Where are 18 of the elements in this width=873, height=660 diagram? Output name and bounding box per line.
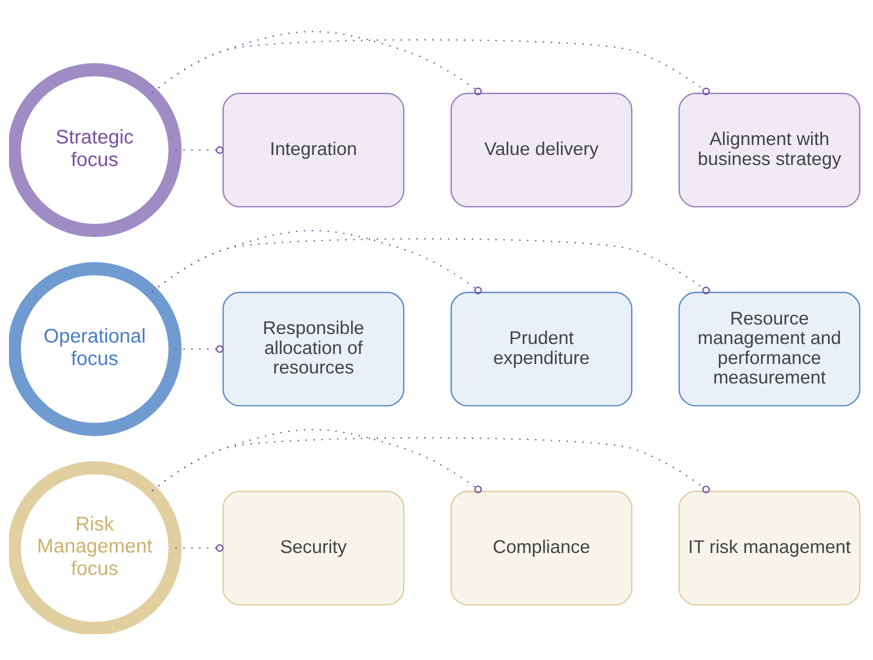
- connector: [174, 146, 224, 154]
- node-box: Integration: [222, 92, 404, 208]
- node-box: Resource management and performance measurement: [678, 292, 860, 406]
- node-circle: Strategic focus: [8, 63, 182, 238]
- node-box: Prudent expenditure: [450, 292, 632, 406]
- node-box: Value delivery: [450, 92, 632, 208]
- connector: [174, 345, 224, 353]
- node-box: Compliance: [450, 490, 632, 606]
- node-box: Security: [222, 490, 404, 606]
- connector: [151, 230, 482, 294]
- connector: [151, 428, 482, 494]
- node-box: Responsible allocation of resources: [222, 292, 404, 406]
- connector: [174, 544, 224, 552]
- node-circle: Operational focus: [8, 262, 182, 436]
- connector: [151, 30, 482, 96]
- node-box: Alignment with business strategy: [678, 92, 860, 208]
- node-circle: Risk Management focus: [8, 461, 182, 634]
- node-box: IT risk management: [678, 490, 860, 606]
